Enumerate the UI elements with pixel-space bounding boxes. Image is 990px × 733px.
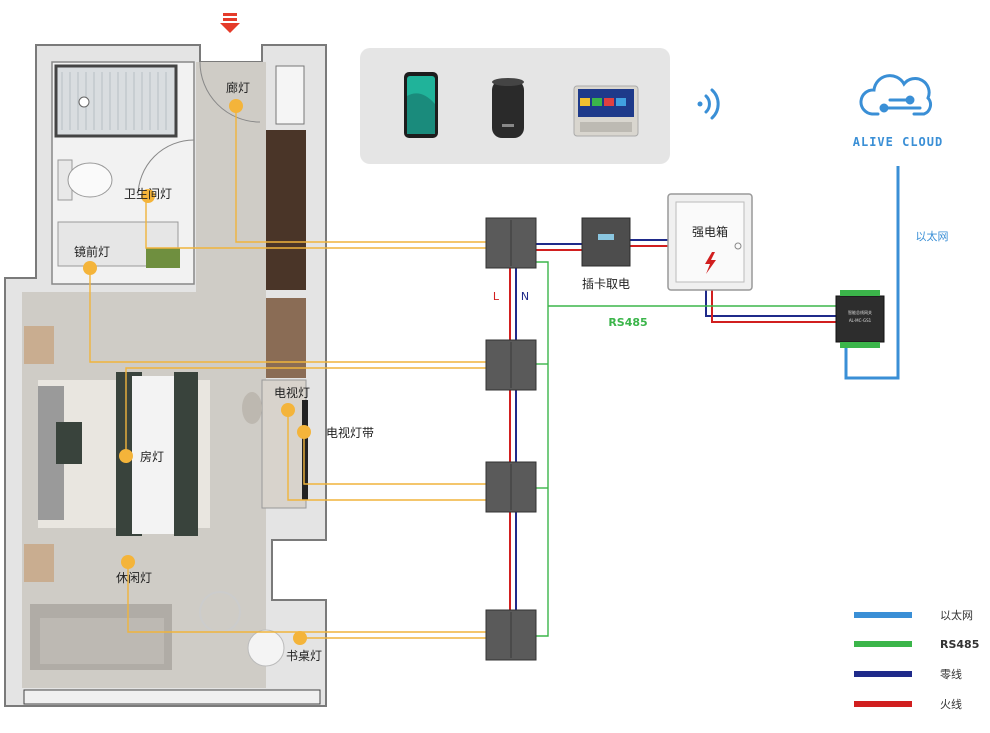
entrance-arrow-icon [220,13,240,33]
closet [275,65,305,125]
light-points [83,99,311,645]
bathroom-light-dot[interactable] [141,189,155,203]
mirror-light-dot[interactable] [83,261,97,275]
smart-device-panel [360,48,720,164]
room-light-dot[interactable] [119,449,133,463]
power-box-label: 强电箱 [692,224,728,239]
wiring [89,112,900,639]
smartphone-icon [404,72,438,138]
tv-light-dot[interactable] [281,403,295,417]
chair [242,392,262,424]
bed-runner-right [174,372,198,536]
gateway-label-2: AL-MC-GS1 [849,318,872,323]
card-power-device[interactable] [581,217,631,267]
power-box [667,193,753,291]
tv-strip-light-label: 电视灯带 [326,425,374,440]
rs485-bus [536,261,549,637]
gateway-label-1: 智能总线网关 [848,309,872,315]
window [23,689,321,705]
switch-panel [485,217,537,661]
neutral-label: N [521,290,529,303]
legend-label-neutral: 零线 [940,667,962,681]
bathroom-door [137,139,195,197]
tv [302,400,308,500]
cloud-name: ALIVE CLOUD [853,135,943,149]
entrance-door [199,61,261,123]
light-wires [89,112,486,639]
legend-swatch-ethernet [854,612,912,618]
lightning-icon [705,252,716,274]
wardrobe [266,130,306,290]
shower-drain [78,96,90,108]
plant [146,248,180,268]
tv-strip-light-dot[interactable] [297,425,311,439]
corridor-floor [196,62,266,297]
cloud-icon [859,74,933,116]
legend-label-rs485: RS485 [940,638,979,651]
tv-desk [261,379,307,509]
smart-speaker-icon [492,78,524,138]
live-label: L [493,290,500,303]
legend-swatch-rs485 [854,641,912,647]
legend-label-ethernet: 以太网 [940,609,973,622]
card-power-label: 插卡取电 [582,277,630,291]
desk-light-dot[interactable] [293,631,307,645]
toilet-bowl [67,162,113,198]
tv-light-label: 电视灯 [274,385,310,400]
tv-cabinet [266,298,306,378]
pillow [56,422,82,464]
shower-tray [54,64,178,138]
bed-sheet [132,376,176,534]
legend-swatch-neutral [854,671,912,677]
room-light-label: 房灯 [140,449,164,464]
mirror-light-label: 镜前灯 [74,244,110,259]
desk-light-label: 书桌灯 [286,649,322,663]
corridor-light-label: 廊灯 [226,80,250,95]
legend-swatch-live [854,701,912,707]
side-table-top [24,326,54,364]
wifi-icon [697,88,720,120]
vanity [57,221,179,267]
leisure-light-dot[interactable] [121,555,135,569]
gateway-device: 智能总线网关 AL-MC-GS1 [835,290,885,348]
ethernet-label: 以太网 [916,230,949,243]
floor-plan [4,13,327,707]
control-panel-icon [573,85,639,137]
legend: 以太网 RS485 零线 火线 [854,609,979,711]
rs485-label: RS485 [608,316,647,329]
legend-label-live: 火线 [940,697,962,711]
corridor-light-dot[interactable] [229,99,243,113]
ethernet-line [844,166,900,380]
leisure-light-label: 休闲灯 [116,571,152,585]
side-table-bottom [24,544,54,582]
round-table [247,629,285,667]
shower-grate [61,72,167,130]
bathroom-light-label: 卫生间灯 [124,187,172,201]
sofa-cushion [40,618,164,664]
